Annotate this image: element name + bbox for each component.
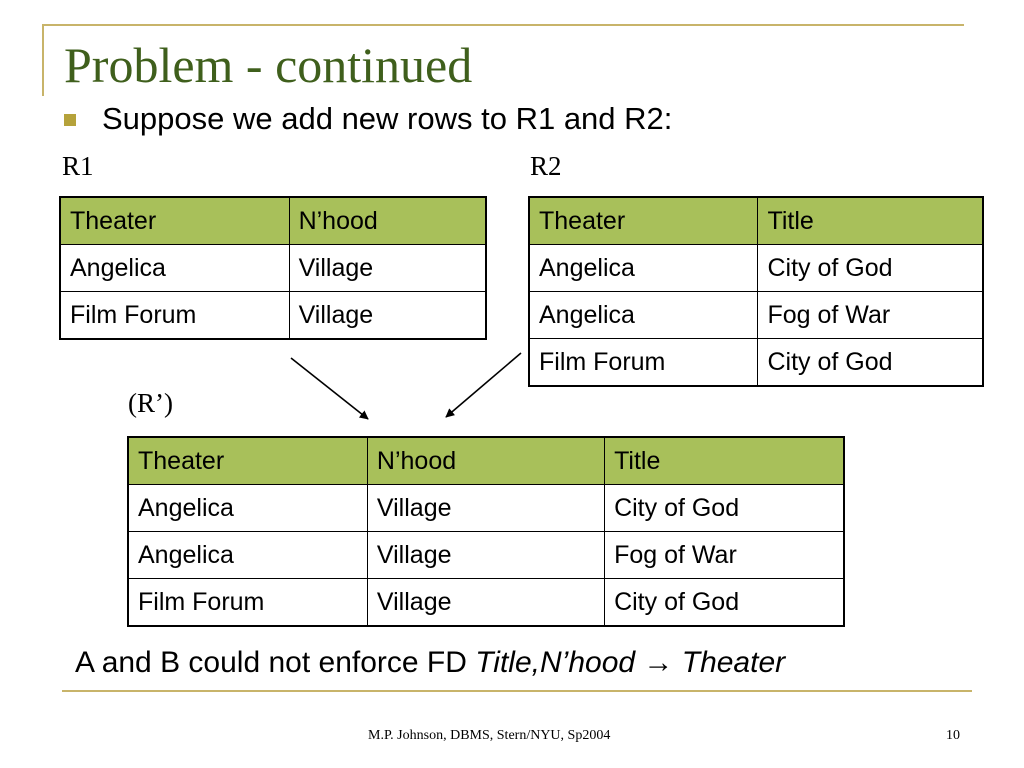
table-row: Angelica City of God — [528, 244, 984, 292]
table-header-row: Theater N’hood — [59, 196, 487, 245]
table-header-cell: Theater — [59, 196, 290, 245]
table-header-cell: N’hood — [366, 436, 606, 485]
table-cell: Village — [366, 578, 606, 627]
r2-label: R2 — [530, 151, 562, 181]
table-header-cell: Title — [604, 436, 845, 485]
footer-divider — [62, 690, 972, 692]
footer-text: M.P. Johnson, DBMS, Stern/NYU, Sp2004 — [368, 728, 611, 743]
table-cell: Village — [366, 531, 606, 579]
page-number: 10 — [946, 728, 960, 743]
table-header-row: Theater Title — [528, 196, 984, 245]
table-cell: Village — [366, 484, 606, 532]
table-row: Angelica Village Fog of War — [127, 531, 845, 579]
arrow-from-r1 — [290, 357, 369, 420]
slide-frame-top — [42, 24, 964, 26]
table-cell: Fog of War — [757, 291, 984, 339]
fd-lhs: Title,N’hood — [475, 646, 644, 679]
table-row: Angelica Village — [59, 244, 487, 292]
conclusion-prefix: A and B could not enforce FD — [75, 646, 476, 679]
slide-frame-left — [42, 24, 44, 96]
table-cell: Film Forum — [528, 338, 759, 387]
table-cell: City of God — [604, 484, 845, 532]
table-header-cell: N’hood — [288, 196, 487, 245]
rprime-label: (R’) — [128, 388, 173, 418]
table-cell: Angelica — [127, 484, 368, 532]
table-cell: Film Forum — [59, 291, 290, 340]
fd-rhs: Theater — [673, 646, 786, 679]
table-header-cell: Theater — [528, 196, 759, 245]
arrow-from-r2 — [445, 352, 522, 418]
table-row: Film Forum Village — [59, 291, 487, 340]
r2-table: Theater Title Angelica City of God Angel… — [528, 196, 984, 387]
r1-table: Theater N’hood Angelica Village Film For… — [59, 196, 487, 340]
table-cell: Angelica — [127, 531, 368, 579]
rprime-table: Theater N’hood Title Angelica Village Ci… — [127, 436, 845, 627]
bullet-square-icon — [64, 114, 76, 126]
table-cell: Angelica — [528, 244, 759, 292]
table-row: Angelica Village City of God — [127, 484, 845, 532]
r1-label: R1 — [62, 151, 94, 181]
bullet-text: Suppose we add new rows to R1 and R2: — [102, 101, 673, 136]
table-cell: Angelica — [59, 244, 290, 292]
table-cell: Village — [288, 291, 487, 340]
table-cell: City of God — [604, 578, 845, 627]
table-row: Film Forum City of God — [528, 338, 984, 387]
conclusion-text: A and B could not enforce FD Title,N’hoo… — [75, 643, 785, 682]
table-header-cell: Theater — [127, 436, 368, 485]
right-arrow-icon: → — [643, 646, 674, 679]
table-header-row: Theater N’hood Title — [127, 436, 845, 485]
table-row: Angelica Fog of War — [528, 291, 984, 339]
table-cell: Angelica — [528, 291, 759, 339]
slide-title: Problem - continued — [64, 37, 473, 93]
table-cell: Film Forum — [127, 578, 368, 627]
table-cell: City of God — [757, 244, 984, 292]
table-cell: City of God — [757, 338, 984, 387]
table-row: Film Forum Village City of God — [127, 578, 845, 627]
table-cell: Fog of War — [604, 531, 845, 579]
table-cell: Village — [288, 244, 487, 292]
